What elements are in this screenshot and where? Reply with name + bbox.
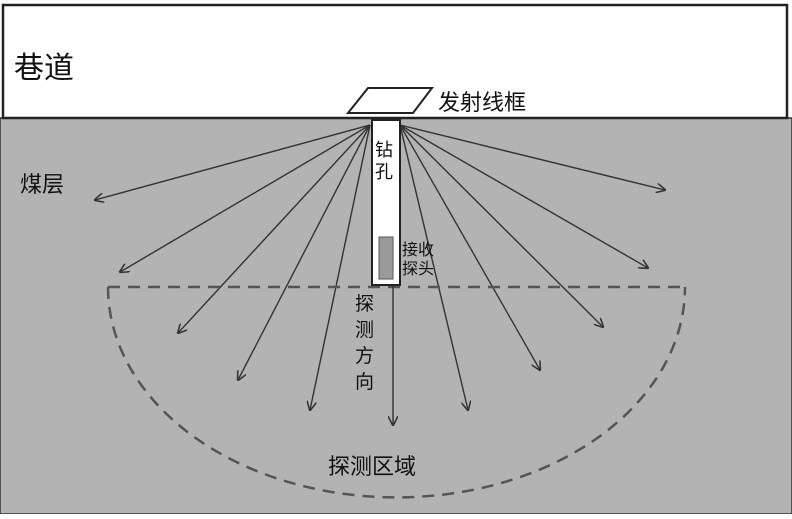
transmit-coil [345, 87, 435, 114]
receiver-probe-label-2: 探头 [402, 259, 434, 278]
receiver-probe [378, 236, 394, 280]
detect-direction-label-1: 探 [355, 293, 374, 315]
radiation-arrows [95, 124, 665, 410]
roadway-label: 巷道 [14, 51, 74, 86]
receiver-probe-label-1: 接收 [402, 240, 434, 259]
ray-arrow-10 [399, 124, 665, 190]
ray-arrow-6 [399, 124, 468, 410]
ray-arrow-9 [399, 124, 648, 268]
detect-direction-label-4: 向 [355, 371, 374, 393]
ray-arrow-2 [120, 124, 371, 272]
detection-region-outline [106, 285, 687, 499]
ray-arrow-5 [310, 124, 371, 410]
ray-arrow-1 [95, 124, 371, 200]
transmit-coil-label: 发射线框 [438, 91, 526, 116]
coal-seam-label: 煤层 [20, 173, 64, 198]
detection-region-arc [106, 286, 687, 499]
ray-arrow-3 [178, 124, 371, 333]
detection-region-label: 探测区域 [328, 455, 416, 480]
ray-arrow-8 [399, 124, 603, 327]
detect-direction-label-2: 测 [355, 319, 374, 341]
detect-direction-label-3: 方 [355, 345, 374, 367]
ray-arrow-7 [399, 124, 540, 370]
borehole-label-1: 钻 [375, 140, 393, 161]
borehole-label-2: 孔 [375, 162, 393, 183]
ray-arrow-4 [238, 124, 371, 380]
